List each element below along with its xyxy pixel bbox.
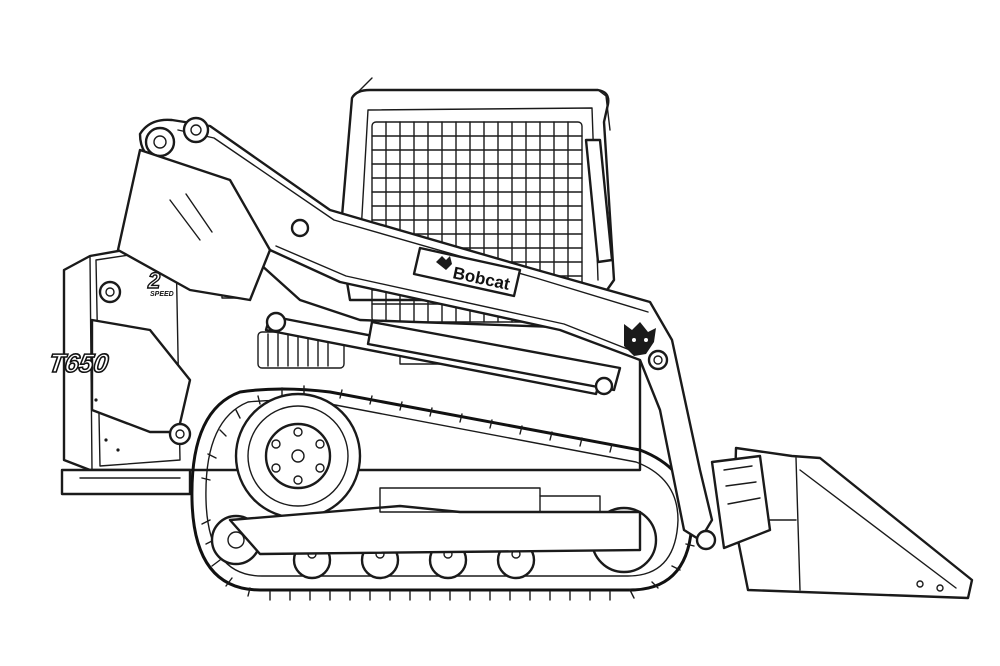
model-badge: T650 <box>46 318 192 434</box>
track-assembly <box>190 385 701 601</box>
bobcat-emblem <box>624 322 656 356</box>
drive-sprocket <box>234 392 362 520</box>
lift-arm: Bobcat <box>116 116 717 551</box>
speed-badge-word: SPEED <box>150 291 174 298</box>
speed-badge-number: 2 <box>147 268 161 293</box>
bucket <box>710 446 974 600</box>
lift-cylinder <box>264 311 622 396</box>
speed-badge: 2 SPEED <box>146 267 174 298</box>
model-label: T650 <box>47 348 111 378</box>
